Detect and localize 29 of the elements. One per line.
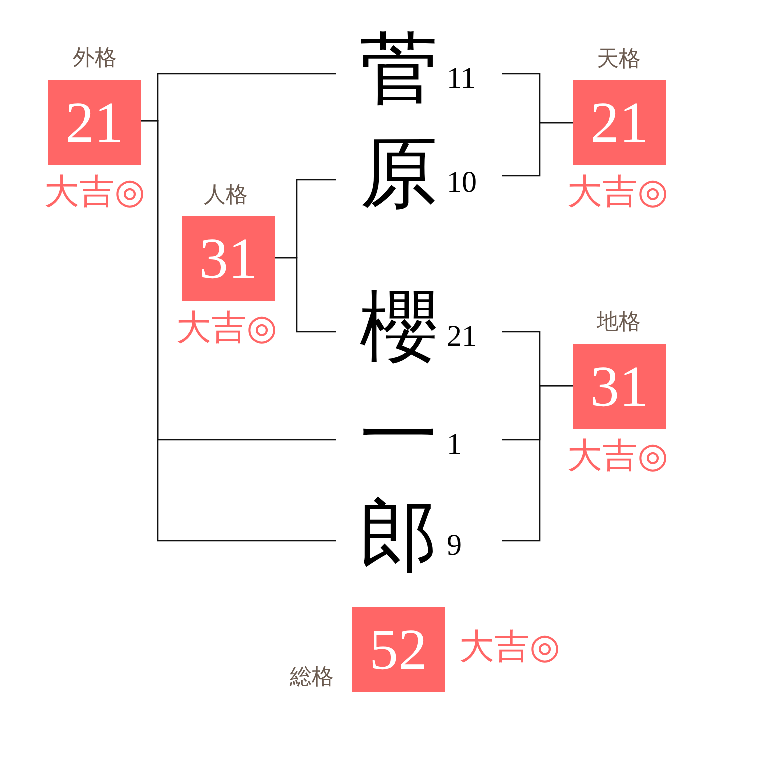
stroke-count: 11 — [447, 64, 476, 94]
score-number: 21 — [66, 94, 124, 152]
name-character: 菅 — [360, 31, 438, 109]
name-character: 櫻 — [360, 289, 438, 367]
name-character: 原 — [360, 135, 438, 213]
category-label: 天格 — [597, 49, 641, 71]
bracket-line — [502, 385, 573, 542]
bracket-line — [502, 122, 573, 177]
category-label: 総格 — [290, 667, 334, 689]
category-label: 外格 — [73, 48, 117, 70]
stroke-count: 1 — [447, 430, 462, 460]
stroke-count: 21 — [447, 322, 477, 352]
name-character: 郎 — [360, 498, 438, 576]
fortune-label: 大吉◎ — [568, 176, 668, 210]
fortune-label: 大吉◎ — [44, 176, 146, 210]
name-character: 一 — [360, 397, 438, 475]
score-number: 31 — [590, 358, 648, 416]
score-number: 21 — [590, 94, 648, 152]
fortune-label: 大吉◎ — [460, 630, 560, 666]
bracket-line — [141, 120, 336, 542]
category-label: 地格 — [597, 312, 641, 334]
fortune-label: 大吉◎ — [568, 440, 668, 474]
stroke-count: 9 — [447, 531, 462, 561]
category-label: 人格 — [204, 185, 248, 207]
fortune-label: 大吉◎ — [176, 312, 278, 346]
score-number: 52 — [370, 620, 428, 678]
stroke-count: 10 — [447, 168, 477, 198]
bracket-line — [275, 257, 336, 333]
score-number: 31 — [200, 230, 258, 288]
